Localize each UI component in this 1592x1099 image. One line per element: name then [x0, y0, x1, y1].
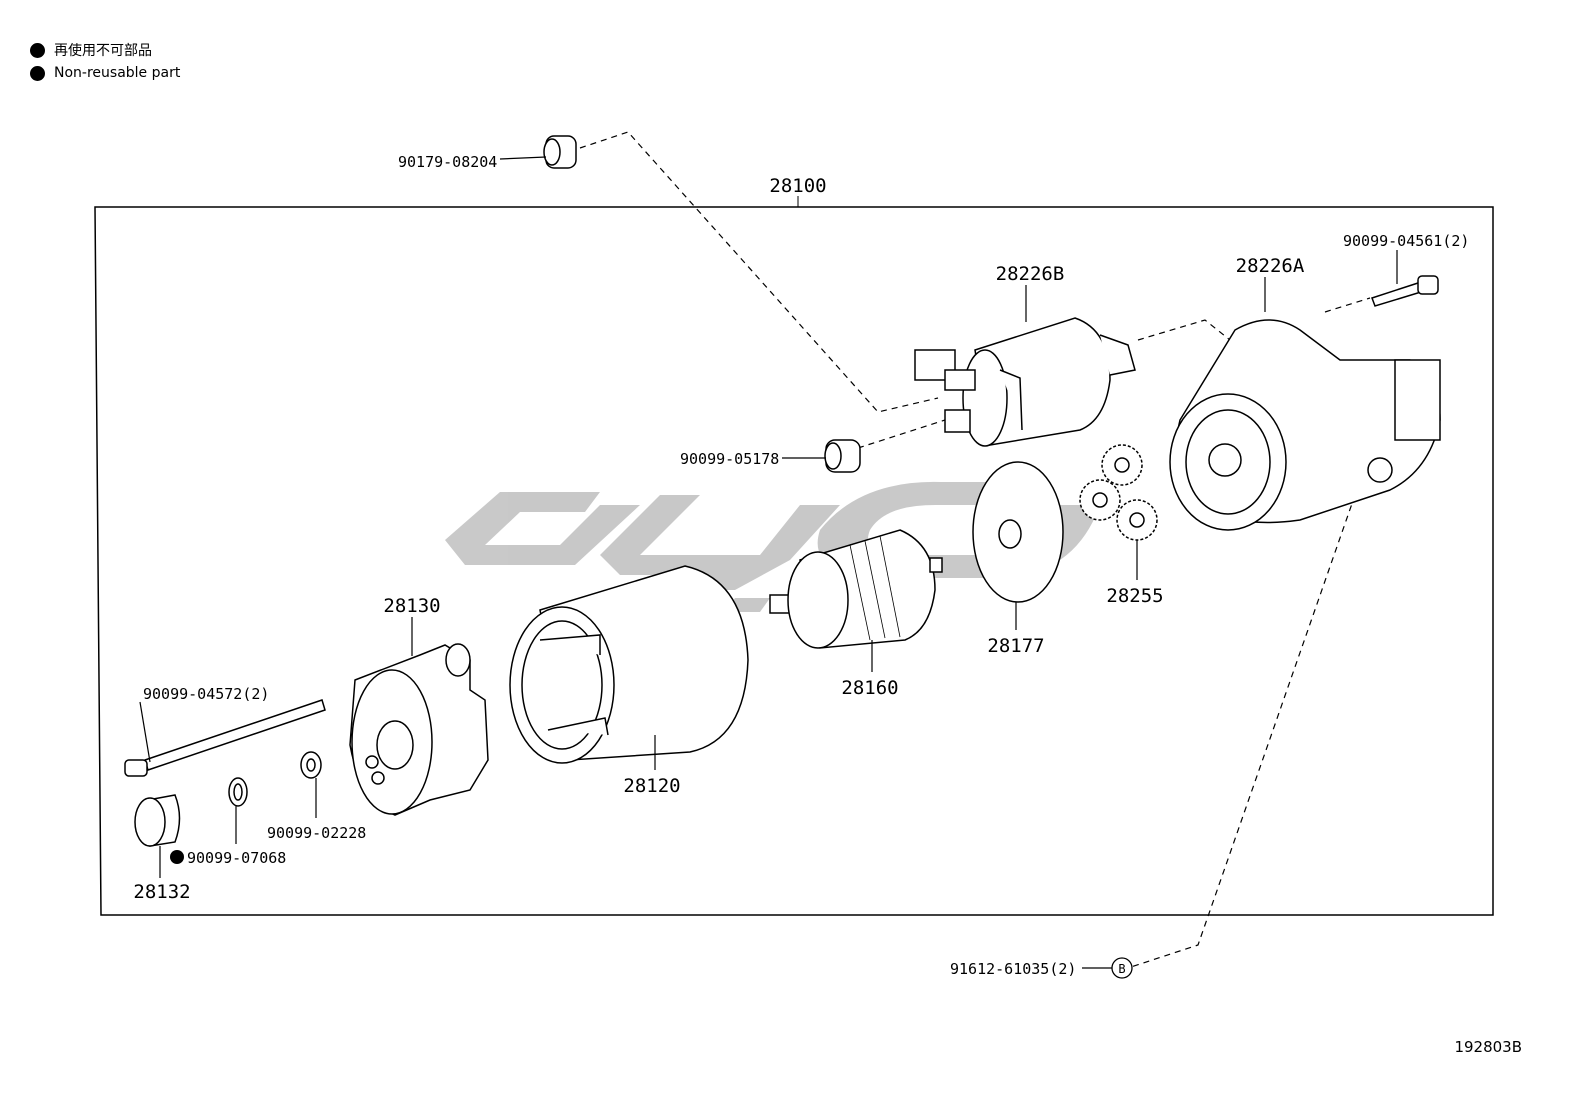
o-ring-icon	[228, 777, 248, 807]
solenoid-switch-icon	[914, 317, 1136, 447]
commutator-end-frame-icon	[349, 643, 489, 816]
label-28130: 28130	[383, 595, 440, 617]
reference-b-label: B	[1118, 962, 1125, 976]
label-28120: 28120	[623, 775, 680, 797]
label-90179-08204: 90179-08204	[398, 153, 497, 171]
label-28226A: 28226A	[1236, 255, 1305, 277]
label-90099-07068: 90099-07068	[187, 849, 286, 867]
label-28255: 28255	[1106, 585, 1163, 607]
end-cap-icon	[134, 794, 181, 847]
non-reusable-bullet-icon	[30, 65, 45, 81]
legend-en-text: Non-reusable part	[54, 65, 181, 81]
figure-number: 192803B	[1454, 1038, 1522, 1056]
nut-90179-08204-icon	[543, 135, 577, 169]
label-28160: 28160	[841, 677, 898, 699]
nut-90099-05178-icon	[824, 439, 861, 473]
washer-icon	[300, 751, 322, 779]
legend-non-reusable-jp: 再使用不可部品	[30, 40, 152, 60]
bolt-90099-04561-icon	[1371, 275, 1439, 307]
label-91612-61035: 91612-61035(2)	[950, 960, 1076, 978]
label-28100: 28100	[769, 175, 826, 197]
non-reusable-bullet-icon	[170, 850, 184, 864]
label-90099-02228: 90099-02228	[267, 824, 366, 842]
drive-housing-icon	[1169, 319, 1441, 531]
armature-icon	[769, 529, 943, 649]
through-bolt-icon	[124, 699, 326, 777]
assembly-frame	[94, 206, 1494, 916]
non-reusable-bullet-icon	[30, 42, 45, 58]
planetary-gears-icon	[1079, 444, 1158, 541]
label-28132: 28132	[133, 881, 190, 903]
label-90099-05178: 90099-05178	[680, 450, 779, 468]
internal-gear-plate-icon	[972, 461, 1064, 603]
label-90099-04561: 90099-04561(2)	[1343, 232, 1469, 250]
legend-jp-text: 再使用不可部品	[54, 43, 152, 59]
yoke-housing-icon	[509, 565, 749, 764]
label-28226B: 28226B	[996, 263, 1065, 285]
reference-b-icon	[1111, 957, 1133, 979]
legend-non-reusable-en: Non-reusable part	[30, 65, 180, 81]
label-28177: 28177	[987, 635, 1044, 657]
label-90099-04572: 90099-04572(2)	[143, 685, 269, 703]
